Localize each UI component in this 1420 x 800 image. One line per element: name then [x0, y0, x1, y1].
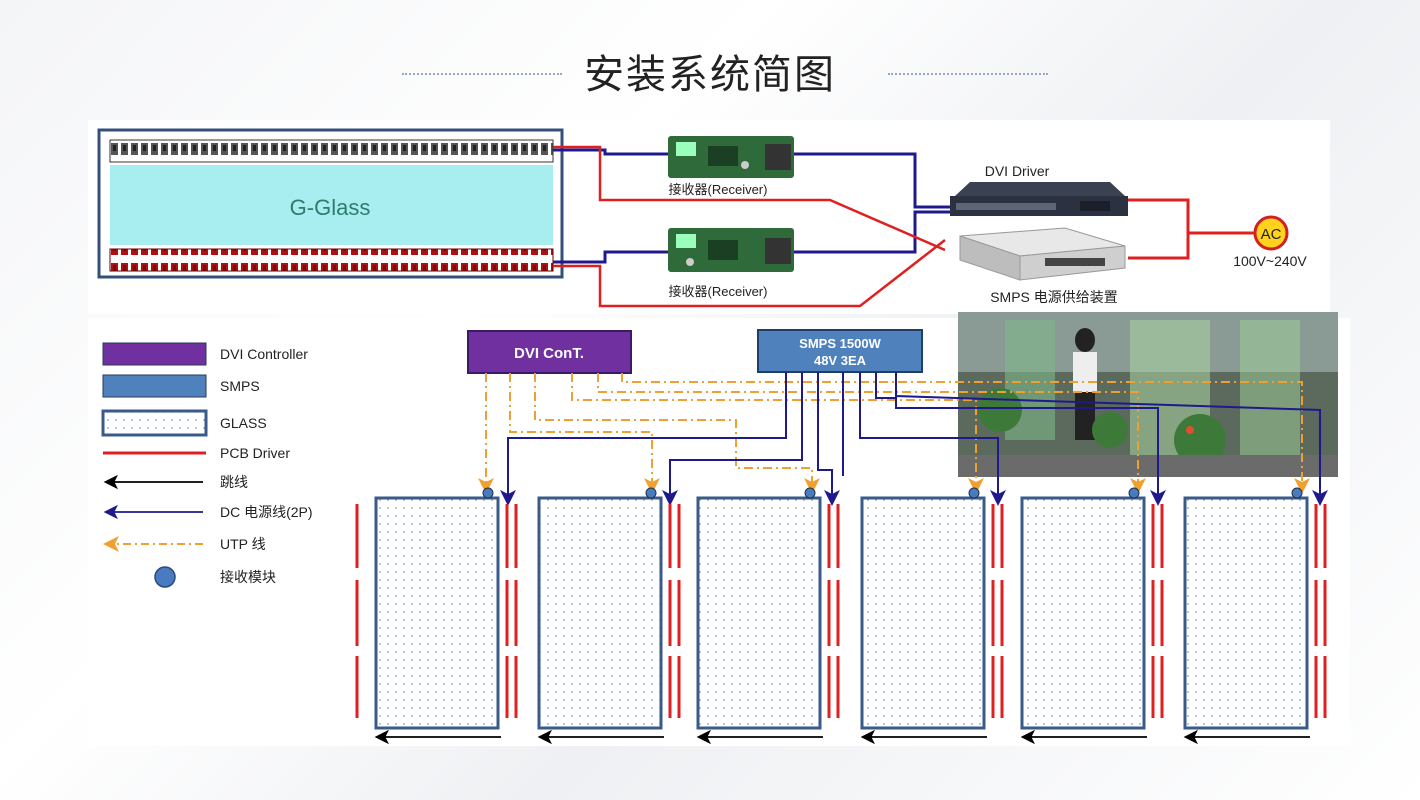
glass-panel-2-receiver-dot	[645, 487, 657, 499]
dc-line-5	[875, 372, 1166, 506]
utp-line-6	[621, 373, 1310, 494]
dvi-controller-label: DVI ConT.	[514, 345, 584, 362]
glass-panel-5	[1020, 496, 1146, 730]
glass-panel-3	[696, 496, 822, 730]
dc-line-2	[662, 372, 803, 506]
dc-line-4	[859, 372, 1006, 506]
glass-panel-4	[860, 496, 986, 730]
glass-panel-2	[537, 496, 663, 730]
legend-item-2-label: GLASS	[220, 415, 267, 431]
glass-panel-1-receiver-dot	[482, 487, 494, 499]
glass-panel-6-receiver-dot	[1291, 487, 1303, 499]
g-glass-label: G-Glass	[290, 195, 371, 220]
utp-line-5	[597, 373, 1146, 494]
receiver-1-label: 接收器(Receiver)	[669, 182, 768, 197]
glass-panel-6	[1183, 496, 1309, 730]
dvi-controller-box: DVI ConT.	[467, 330, 632, 374]
dc-line-1	[500, 372, 787, 506]
title-rule-left	[402, 73, 562, 75]
smps-supply-label: SMPS 电源供给装置	[990, 289, 1118, 305]
legend-item-5-label: DC 电源线(2P)	[220, 504, 313, 520]
ac-source: AC	[1253, 215, 1289, 251]
glass-panel-5-receiver-dot	[1128, 487, 1140, 499]
smps-device	[959, 227, 1126, 281]
page-title: 安装系统简图	[584, 52, 836, 98]
voltage-label: 100V~240V	[1233, 253, 1307, 269]
dc-wiring	[500, 372, 1328, 506]
legend-item-2-swatch	[101, 409, 208, 437]
legend-item-0-swatch	[102, 342, 207, 366]
glass-panels	[355, 487, 1327, 745]
installation-photo	[958, 312, 1338, 477]
receiver-board-2	[668, 228, 794, 272]
dvi-driver-device	[950, 182, 1128, 216]
ac-label: AC	[1261, 226, 1282, 243]
legend-item-6-label: UTP 线	[220, 536, 266, 552]
smps-box-line1: SMPS 1500W	[799, 336, 881, 351]
glass-panel-4-receiver-dot	[968, 487, 980, 499]
dc-line-3	[817, 372, 840, 506]
legend-item-7-label: 接收模块	[220, 569, 276, 585]
utp-wiring	[478, 373, 1310, 494]
utp-line-2	[509, 373, 660, 494]
receiver-board-1	[668, 136, 794, 178]
utp-line-3	[534, 373, 820, 494]
legend-item-3-label: PCB Driver	[220, 445, 290, 461]
legend-item-4-label: 跳线	[220, 474, 248, 490]
utp-line-4	[571, 373, 984, 494]
smps-box: SMPS 1500W 48V 3EA	[757, 329, 923, 373]
legend-item-7-swatch	[154, 566, 176, 588]
glass-panel-3-receiver-dot	[804, 487, 816, 499]
dc-line-6	[895, 372, 1328, 506]
receiver-2-label: 接收器(Receiver)	[669, 284, 768, 299]
g-glass-unit: G-Glass	[97, 128, 564, 279]
legend-item-1-label: SMPS	[220, 378, 260, 394]
title-rule-right	[888, 73, 1048, 75]
top-wiring	[553, 145, 1255, 308]
dvi-driver-label: DVI Driver	[985, 163, 1050, 179]
smps-box-line2: 48V 3EA	[814, 353, 867, 368]
legend-item-0-label: DVI Controller	[220, 346, 308, 362]
legend-item-1-swatch	[102, 374, 207, 398]
glass-panel-1	[374, 496, 500, 730]
